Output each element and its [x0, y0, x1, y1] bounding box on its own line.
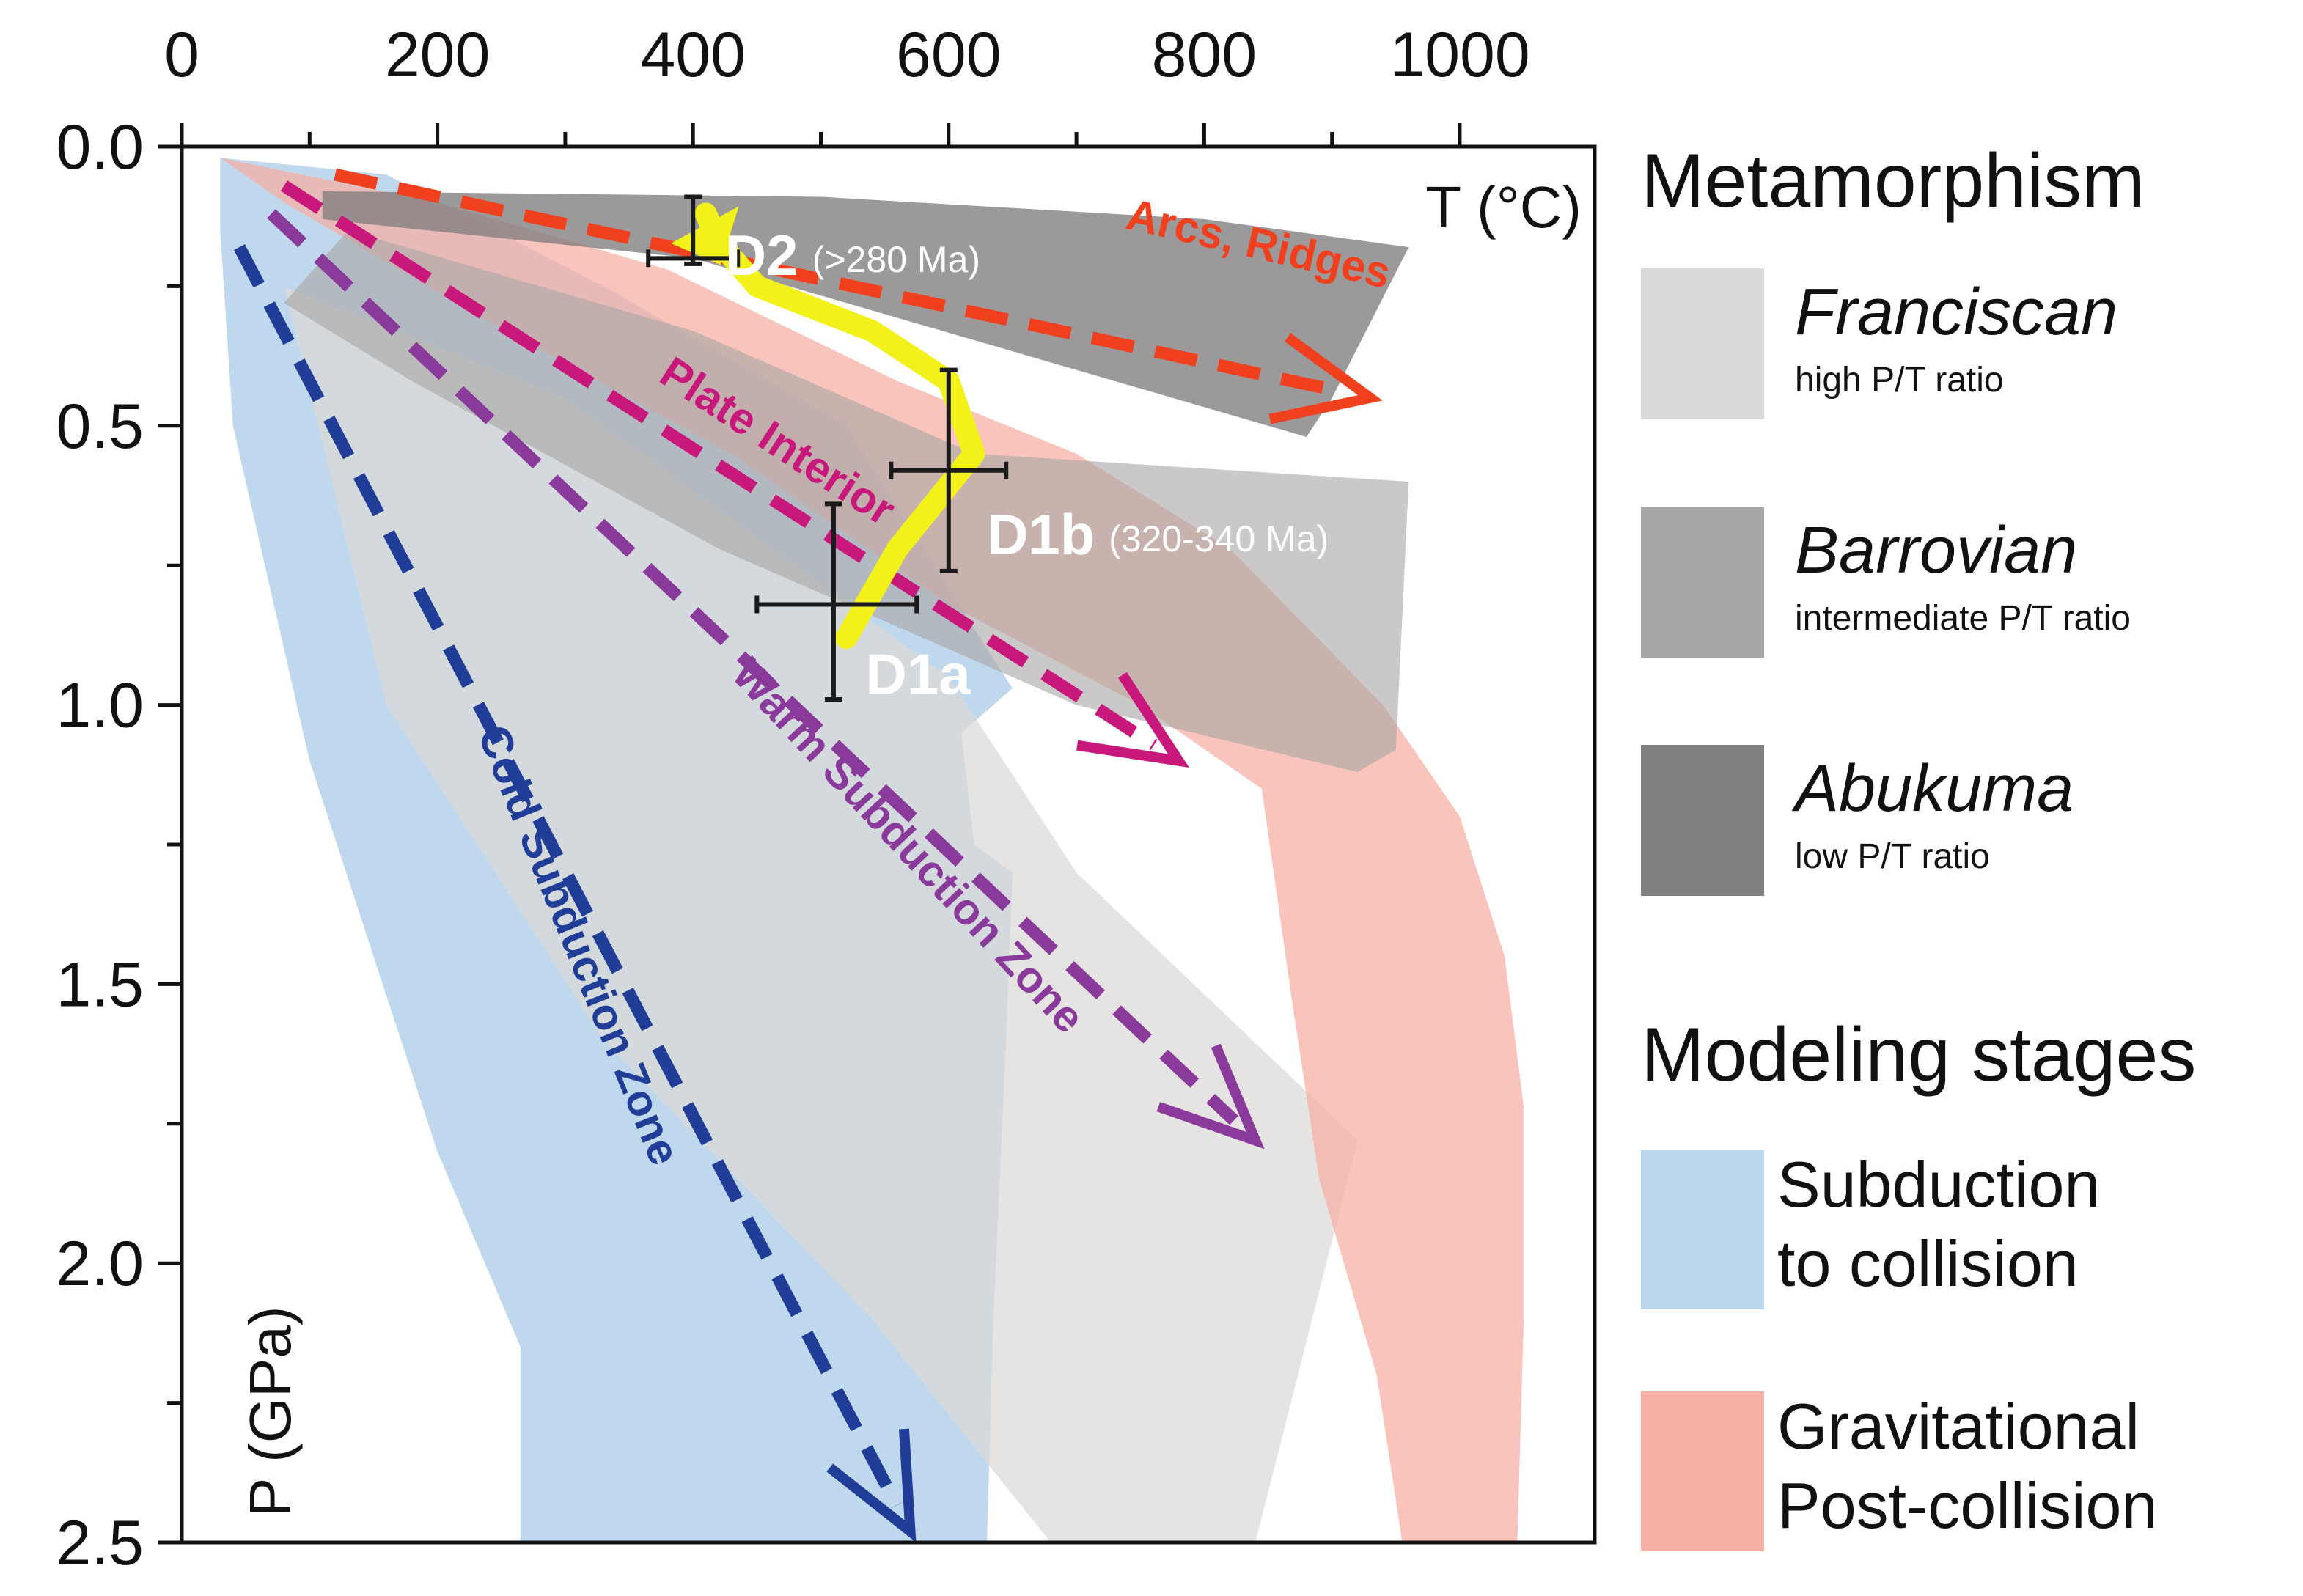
legend-swatch-abukuma: [1641, 745, 1764, 896]
y-tick-label-0.0: 0.0: [56, 112, 144, 183]
deformation-events: D2 (>280 Ma) D1b (320-340 Ma) D1a: [646, 194, 1329, 706]
axes: 0 200 400 600 800 1000 0.0 0.5 1.0 1.5 2.0 2.5 T (…: [56, 20, 1597, 1578]
legend-name-abukuma: Abukuma: [1791, 752, 2074, 825]
event-label-d2: D2: [725, 223, 798, 287]
gradient-arrowhead-arcs-ridges: [1268, 333, 1383, 424]
region-franciscan: [284, 286, 1358, 1542]
legend-desc-barrovian: intermediate P/T ratio: [1795, 599, 2131, 638]
legend-label-gravitational-line1: Gravitational: [1777, 1390, 2139, 1463]
legend-swatch-subduction: [1641, 1150, 1764, 1309]
legend-desc-abukuma: low P/T ratio: [1795, 837, 1990, 876]
legend-metamorphism-title: Metamorphism: [1641, 139, 2145, 224]
metamorphism-regions: [220, 158, 1524, 1543]
x-axis-title: T (°C): [1425, 174, 1582, 240]
gradient-arrowhead-warm-subduction-zone: [1156, 1043, 1265, 1150]
x-tick-label-800: 800: [1152, 20, 1257, 90]
legend-label-subduction-line2: to collision: [1777, 1227, 2079, 1300]
y-axis-title: P (GPa): [238, 1306, 303, 1518]
x-tick-label-600: 600: [896, 20, 1002, 90]
x-axis-ticks: 0 200 400 600 800 1000: [164, 20, 1530, 147]
x-tick-label-1000: 1000: [1389, 20, 1529, 90]
legend-name-barrovian: Barrovian: [1795, 514, 2077, 587]
y-tick-label-1.0: 1.0: [56, 671, 144, 741]
gradient-line-plate-interior: [280, 180, 1158, 751]
legend-name-franciscan: Franciscan: [1795, 276, 2117, 349]
x-tick-label-400: 400: [640, 20, 746, 90]
event-age-d2: (>280 Ma): [812, 239, 980, 280]
ptt-path: [671, 202, 985, 650]
legend: Metamorphism Franciscan high P/T ratioBar…: [1641, 139, 2196, 1551]
x-tick-label-0: 0: [164, 20, 199, 90]
legend-swatch-gravitational: [1641, 1391, 1764, 1551]
legend-swatch-barrovian: [1641, 507, 1764, 658]
y-axis-ticks: 0.0 0.5 1.0 1.5 2.0 2.5: [56, 112, 182, 1578]
gradient-line-warm-subduction-zone: [267, 209, 1238, 1125]
event-label-d1a: D1a: [866, 641, 971, 706]
y-tick-label-2.0: 2.0: [56, 1229, 144, 1299]
y-tick-label-0.5: 0.5: [56, 391, 144, 462]
gradient-line-arcs-ridges: [334, 168, 1343, 398]
gradient-line-cold-subduction-zone: [233, 244, 903, 1509]
y-tick-label-1.5: 1.5: [56, 949, 144, 1020]
legend-label-gravitational-line2: Post-collision: [1777, 1469, 2157, 1542]
x-tick-label-200: 200: [385, 20, 491, 90]
legend-modeling-title: Modeling stages: [1641, 1012, 2196, 1097]
ptt-path-arrowhead: [671, 206, 739, 265]
legend-swatch-franciscan: [1641, 268, 1764, 419]
gradient-arrowhead-plate-interior: [1076, 672, 1189, 768]
event-label-d1b: D1b: [987, 502, 1095, 567]
legend-label-subduction-line1: Subduction: [1777, 1148, 2100, 1221]
region-abukuma: [322, 191, 1409, 437]
gradient-arrowhead-cold-subduction-zone: [826, 1428, 917, 1542]
event-age-d1b: (320-340 Ma): [1109, 518, 1329, 559]
legend-desc-franciscan: high P/T ratio: [1795, 361, 2004, 400]
y-tick-label-2.5: 2.5: [56, 1508, 144, 1578]
